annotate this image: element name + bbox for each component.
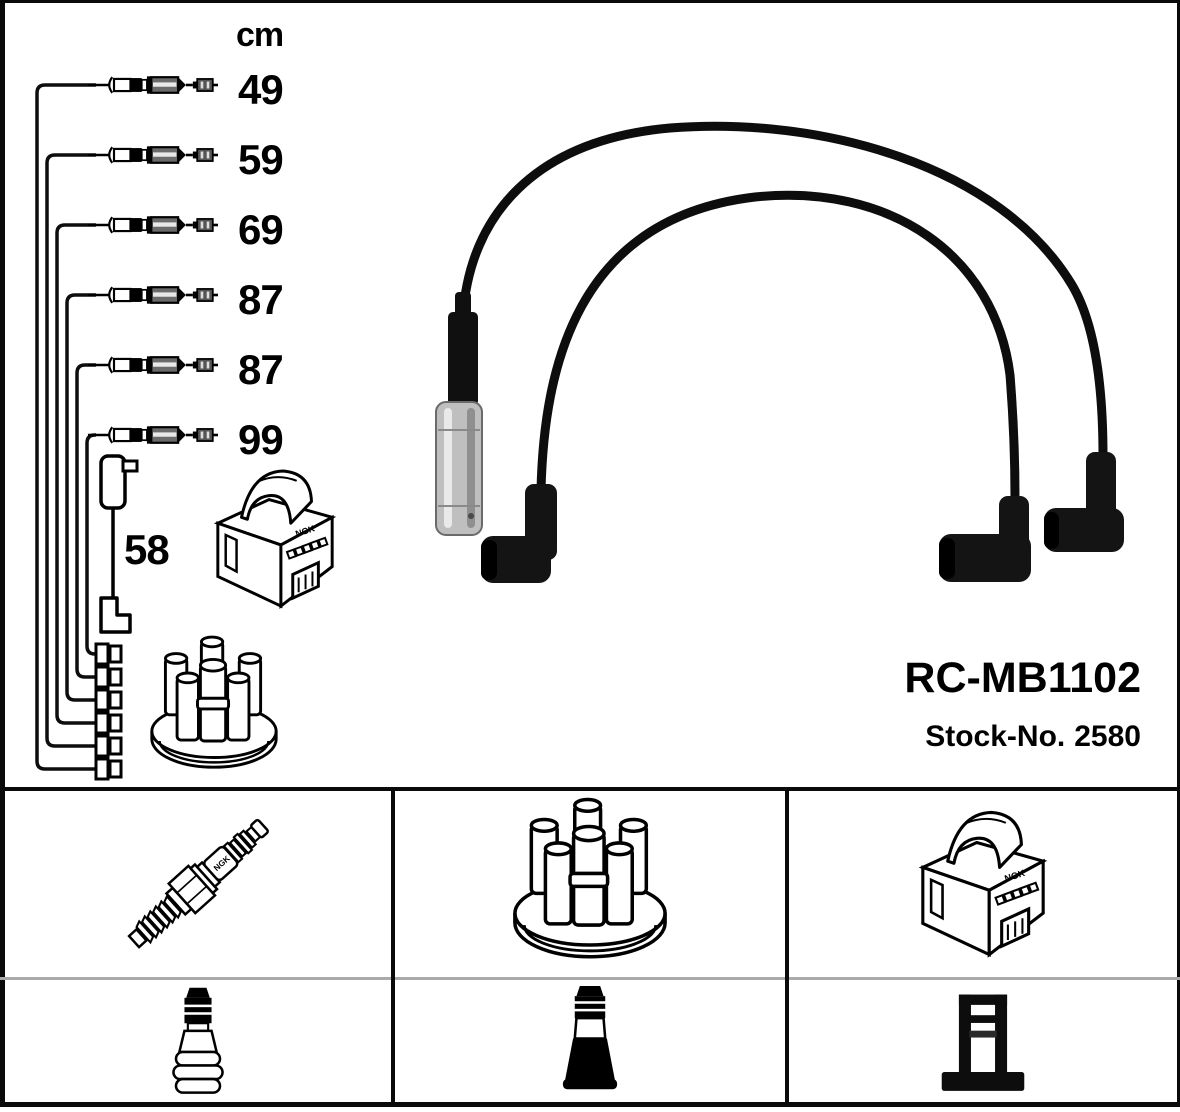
product-code-block: RC-MB1102 Stock-No.2580 [904,657,1141,752]
legend-cell-plug-terminal [5,980,391,1102]
cable-length-label: 87 [238,346,284,393]
angled-boot [481,484,557,583]
metal-connector [435,292,483,536]
cable-photo-2 [536,190,1020,503]
angled-boot [939,496,1031,582]
stock-number-line: Stock-No.2580 [904,722,1141,752]
stock-number: 2580 [1074,720,1141,753]
coil-wire-icon [99,454,139,634]
grid-column-divider [391,791,395,1102]
angled-boot [1044,452,1124,552]
cable-length-label: 69 [238,206,284,253]
grid-border-top [0,787,1180,791]
ignition-cable-icon [88,74,218,96]
coil-cable-length-label: 58 [124,526,170,573]
spark-plug-terminal-icon [172,987,224,1094]
distributor-boot-icon [562,986,618,1090]
cable-length-brackets [35,83,97,771]
cable-length-label: 99 [238,416,284,463]
legend-cell-ignition-coil [789,791,1177,977]
cable-photo-1 [458,121,1108,461]
cable-length-label: 59 [238,136,284,183]
distributor-cap-icon [504,796,676,972]
unit-label: cm [236,16,284,54]
distributor-cap-icon [150,635,278,769]
ignition-coil-icon [216,469,334,608]
diagram-artwork: NGK [35,74,1124,781]
legend-cell-distributor-cap [395,791,785,977]
product-code: RC-MB1102 [904,654,1141,702]
grid-column-divider [785,791,789,1102]
cable-photo-pair [435,121,1124,583]
spark-plug-icon: NGK [127,818,269,949]
stock-label: Stock-No. [925,720,1066,753]
cable-length-label: 49 [238,66,284,113]
ignition-cable-icon [88,284,218,306]
ignition-cable-icon [88,354,218,376]
legend-cell-spark-plug: NGK [5,791,391,977]
grid-border-bottom [0,1102,1180,1107]
ignition-cable-icon [88,214,218,236]
ignition-cable-icon [88,144,218,166]
page-border-right [1177,0,1180,1107]
page-border-left [0,0,5,1107]
ignition-coil-icon [909,801,1057,967]
component-legend-grid: NGK [0,787,1180,1107]
grid-row-divider [0,977,1180,980]
distributor-end-connectors [94,642,123,781]
ignition-cable-drawings [88,74,218,446]
coil-terminal-icon [941,994,1025,1091]
legend-cell-distributor-boot [395,980,785,1102]
legend-cell-coil-terminal [789,980,1177,1102]
cable-length-label: 87 [238,276,284,323]
page-border-top [0,0,1180,3]
ignition-cable-icon [88,424,218,446]
